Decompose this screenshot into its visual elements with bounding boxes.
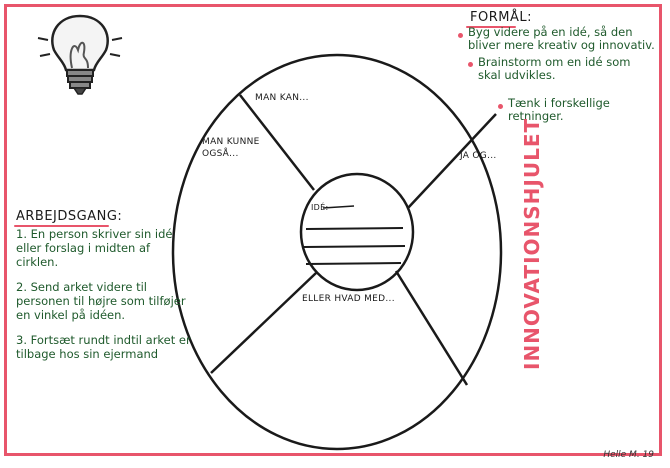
goal-bullet-3: [498, 104, 503, 109]
goal-item-1: Byg videre på en idé, så den bliver mere…: [468, 25, 655, 52]
goal-bullet-2: [468, 62, 473, 67]
work-step-3: 3. Fortsæt rundt indtil arket er tilbage…: [16, 333, 191, 361]
work-heading: ARBEJDSGANG:: [16, 209, 123, 224]
goal-item-2: Brainstorm om en idé som skal udvikles.: [478, 55, 631, 82]
lightbulb-icon: [37, 14, 123, 95]
goal-underline: [466, 26, 516, 28]
segment-label-eller-hvad-med: ELLER HVAD MED...: [302, 294, 395, 304]
work-step-2: 2. Send arket videre til personen til hø…: [16, 280, 186, 322]
segment-label-man-kan: MAN KAN...: [255, 93, 309, 103]
goal-item-3: Tænk i forskellige retninger.: [508, 96, 610, 123]
vertical-title: INNOVATIONSHJULET: [520, 117, 544, 370]
segment-label-ja-og: JA OG...: [460, 151, 497, 161]
goal-bullet-1: [458, 33, 463, 38]
page-frame: [4, 4, 662, 456]
signature: Helle M. 19: [603, 450, 654, 460]
goal-heading: FORMÅL:: [470, 10, 532, 25]
segment-label-man-kunne-ogsaa: MAN KUNNE OGSÅ...: [202, 137, 260, 159]
work-underline: [14, 225, 109, 227]
work-step-1: 1. En person skriver sin idé eller forsl…: [16, 227, 173, 269]
center-idea-label: IDÉ:: [311, 203, 329, 212]
